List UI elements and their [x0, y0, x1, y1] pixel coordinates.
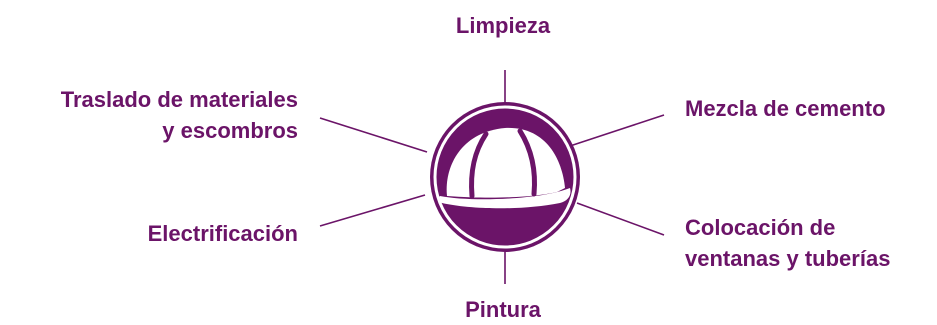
task-label-line: Colocación de: [685, 215, 836, 240]
center-circle-ring: [433, 105, 577, 249]
hard-hat-icon: [438, 127, 571, 209]
connector-right-bottom: [576, 202, 665, 236]
task-label-electrificacion: Electrificación: [148, 218, 298, 249]
task-label-line: Mezcla de cemento: [685, 96, 886, 121]
task-label-limpieza: Limpieza: [440, 10, 566, 41]
task-label-line: Pintura: [465, 297, 541, 322]
task-label-mezcla-de-cemento: Mezcla de cemento: [685, 93, 886, 124]
connector-left-top: [319, 117, 428, 153]
task-label-pintura: Pintura: [440, 294, 566, 325]
task-label-colocacion: Colocación de ventanas y tuberías: [685, 212, 890, 274]
task-label-line: Electrificación: [147, 221, 298, 246]
connector-left-bottom: [319, 194, 426, 227]
task-label-traslado: Traslado de materiales y escombros: [61, 84, 298, 146]
task-label-line: Traslado de materiales: [60, 87, 298, 112]
task-label-line: Limpieza: [455, 13, 551, 38]
connector-right-top: [569, 114, 665, 147]
task-label-line: y escombros: [162, 118, 298, 143]
task-label-line: ventanas y tuberías: [685, 246, 891, 271]
